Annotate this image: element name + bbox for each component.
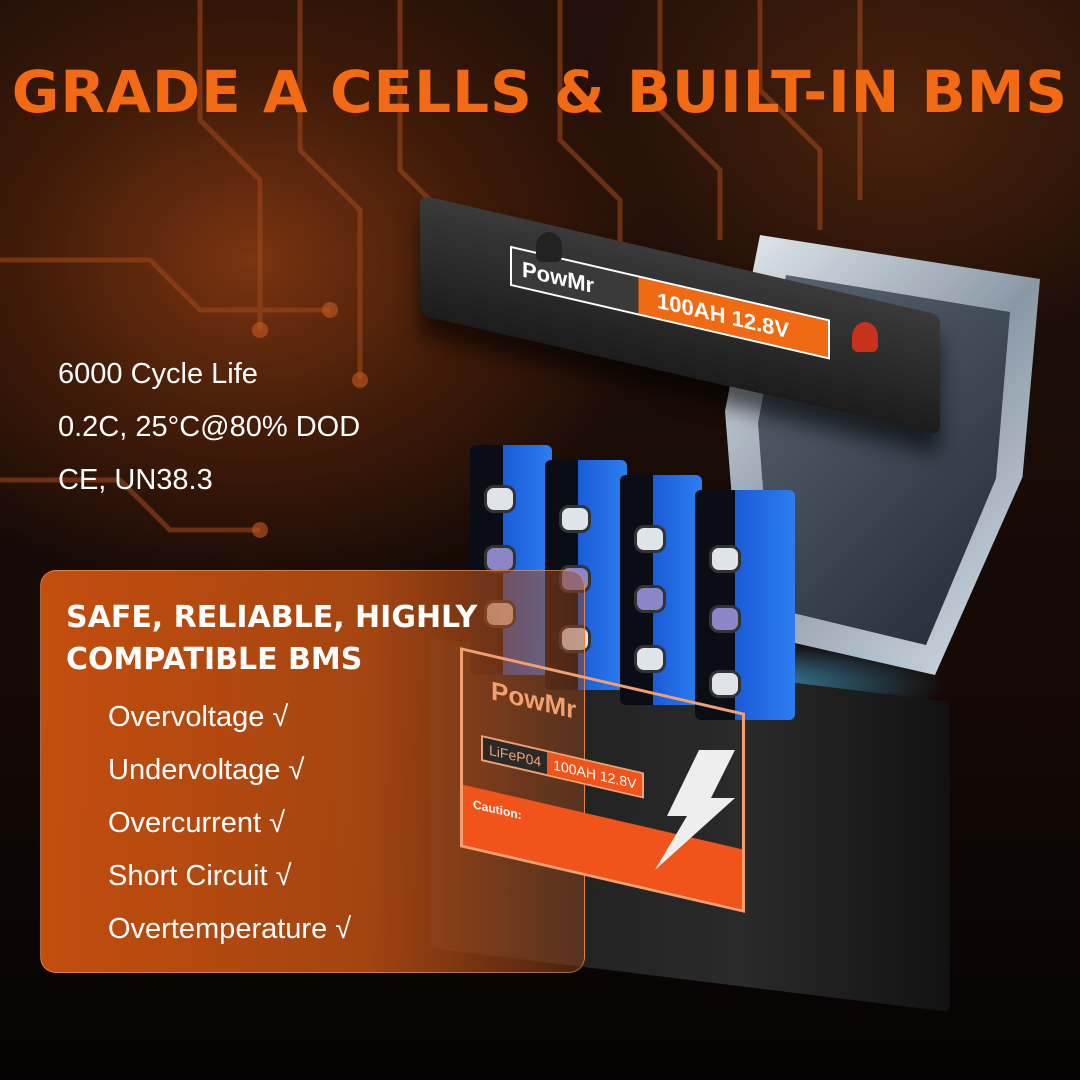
bms-item: Undervoltage √: [108, 754, 305, 786]
rating-text: 100AH 12.8V: [547, 752, 643, 797]
bms-heading: SAFE, RELIABLE, HIGHLY COMPATIBLE BMS: [66, 600, 478, 677]
page-title: GRADE A CELLS & BUILT-IN BMS: [11, 58, 1069, 126]
battery-cell: [695, 490, 795, 720]
spec-test-condition: 0.2C, 25°C@80% DOD: [58, 411, 361, 443]
brand-logo: PowMr: [491, 675, 577, 725]
chemistry-text: LiFeP04: [489, 741, 542, 770]
spec-certifications: CE, UN38.3: [58, 464, 213, 496]
bms-item: Overtemperature √: [108, 913, 352, 945]
bms-item: Overvoltage √: [108, 701, 289, 733]
bms-item: Overcurrent √: [108, 807, 286, 839]
spec-list: 6000 Cycle Life 0.2C, 25°C@80% DOD CE, U…: [58, 348, 360, 507]
battery-cell: [620, 475, 702, 705]
positive-terminal: [852, 322, 878, 352]
bms-feature-panel: SAFE, RELIABLE, HIGHLY COMPATIBLE BMS Ov…: [40, 570, 585, 973]
negative-terminal: [536, 232, 562, 262]
spec-cycle-life: 6000 Cycle Life: [58, 358, 258, 390]
bms-protection-list: Overvoltage √ Undervoltage √ Overcurrent…: [108, 691, 351, 956]
bms-item: Short Circuit √: [108, 860, 292, 892]
